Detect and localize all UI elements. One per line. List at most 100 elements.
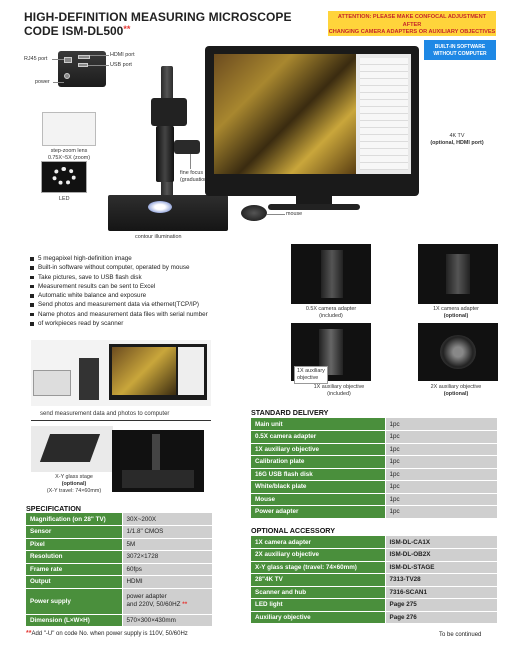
accessory-item: X-Y glass stage (travel: 74×60mm) [251, 561, 386, 574]
power-supply-line-2: and 220V, 50/60HZ [126, 601, 181, 608]
continued-note: To be continued [439, 632, 482, 638]
accessory-code: 7316-SCAN1 [385, 586, 497, 599]
callout-adapter05-line-2: (included) [319, 312, 343, 319]
spec-key: Output [26, 575, 123, 589]
power-socket-graphic [64, 73, 70, 79]
delivery-item: 16G USB flash disk [251, 468, 386, 481]
spec-key: Dimension (L×W×H) [26, 614, 123, 627]
power-footnote: **Add "-U" on code No. when power supply… [26, 630, 188, 637]
feature-item: Built-in software without computer, oper… [30, 263, 208, 272]
xy-stage-photo [31, 426, 113, 472]
callout-aux1-line-2: (included) [327, 390, 351, 397]
callout-hdmi: HDMI port [110, 52, 135, 58]
spec-key: Pixel [26, 538, 123, 551]
power-supply-mark: ** [182, 601, 188, 608]
accessory-code: Page 275 [385, 598, 497, 612]
accessory-item: 28"4K TV [251, 573, 386, 587]
aux-tag-line-1: 1X auxiliary [297, 368, 325, 374]
accessory-code: Page 276 [385, 611, 497, 624]
attention-banner: ATTENTION: PLEASE MAKE CONFOCAL ADJUSTME… [328, 11, 496, 36]
callout-zoom-line-1: step-zoom lens [50, 148, 88, 154]
spec-key: Magnification (on 28" TV) [26, 513, 123, 526]
callout-adapter-1x: 1X camera adapter (optional) [414, 306, 498, 320]
callout-led: LED [59, 196, 70, 202]
tv-screen [214, 54, 411, 174]
feature-item: Take pictures, save to USB flash disk [30, 273, 208, 282]
spec-key: Power supply [26, 588, 123, 615]
callout-adapter1-line-2: (optional) [443, 312, 469, 319]
accessory-item: Scanner and hub [251, 586, 386, 599]
table-row: X-Y glass stage (travel: 74×60mm)ISM-DL-… [251, 561, 497, 574]
delivery-qty: 1pc [385, 418, 497, 431]
contour-light [148, 201, 172, 213]
spec-value: 5M [122, 538, 212, 551]
callout-adapter1-line-1: 1X camera adapter [433, 306, 479, 312]
delivery-title: STANDARD DELIVERY [251, 408, 329, 417]
spec-value: 1/1.8" CMOS [122, 525, 212, 539]
attention-line-2: CHANGING CAMERA ADAPTERS OR AUXILIARY OB… [328, 29, 496, 36]
software-badge: BUILT-IN SOFTWARE WITHOUT COMPUTER [424, 40, 496, 60]
delivery-qty: 1pc [385, 505, 497, 519]
callout-zoom-lens: step-zoom lens 0.75X~5X (zoom) [36, 148, 102, 162]
callout-adapter-05x: 0.5X camera adapter (included) [291, 306, 371, 320]
delivery-qty: 1pc [385, 430, 497, 444]
accessory-item: 2X auxiliary objective [251, 548, 386, 562]
callout-aux-2x: 2X auxiliary objective (optional) [410, 384, 502, 398]
delivery-qty: 1pc [385, 493, 497, 506]
callout-stage-line-3: (X-Y travel: 74×60mm) [46, 487, 102, 494]
spec-key: Frame rate [26, 563, 123, 576]
feature-item: Name photos and measurement data files w… [30, 310, 208, 319]
accessory-item: LED light [251, 598, 386, 612]
leader-power [53, 82, 64, 83]
delivery-item: Calibration plate [251, 455, 386, 469]
mouse-graphic [241, 205, 267, 221]
delivery-item: Mouse [251, 493, 386, 506]
adapter-05x-photo [291, 244, 371, 304]
attention-line-1: ATTENTION: PLEASE MAKE CONFOCAL ADJUSTME… [337, 14, 487, 28]
footnote-mark: ** [26, 630, 32, 637]
rj45-port-graphic [64, 57, 72, 63]
tv-measurement-panel [360, 58, 408, 170]
spec-value: 60fps [122, 563, 212, 576]
callout-fine-focus: fine focus knob (graduation: 2µm) [180, 170, 223, 184]
delivery-item: 0.5X camera adapter [251, 430, 386, 444]
power-supply-line-1: power adapter [126, 592, 167, 600]
callout-aux1-line-1: 1X auxiliary objective [313, 384, 365, 390]
callout-tv: 4K TV (optional, HDMI port) [416, 133, 498, 147]
delivery-qty: 1pc [385, 455, 497, 469]
delivery-qty: 1pc [385, 480, 497, 494]
callout-mouse: mouse [286, 211, 303, 217]
accessory-item: 1X camera adapter [251, 536, 386, 549]
microscope-base [108, 195, 228, 231]
mini-microscope-graphic [79, 358, 99, 400]
feature-item: Measurement results can be sent to Excel [30, 282, 208, 291]
delivery-item: 1X auxiliary objective [251, 443, 386, 456]
adapter-1x-photo [418, 244, 498, 304]
delivery-item: Main unit [251, 418, 386, 431]
software-badge-line-1: BUILT-IN SOFTWARE [434, 44, 486, 50]
accessory-title: OPTIONAL ACCESSORY [251, 526, 335, 535]
callout-power: power [35, 79, 50, 85]
accessory-code: ISM-DL-OB2X [385, 548, 497, 562]
zoom-lens-inset [42, 112, 96, 146]
callout-stage-line-2: (optional) [61, 480, 87, 487]
tv-stand [296, 196, 332, 206]
accessory-code: ISM-DL-STAGE [385, 561, 497, 574]
